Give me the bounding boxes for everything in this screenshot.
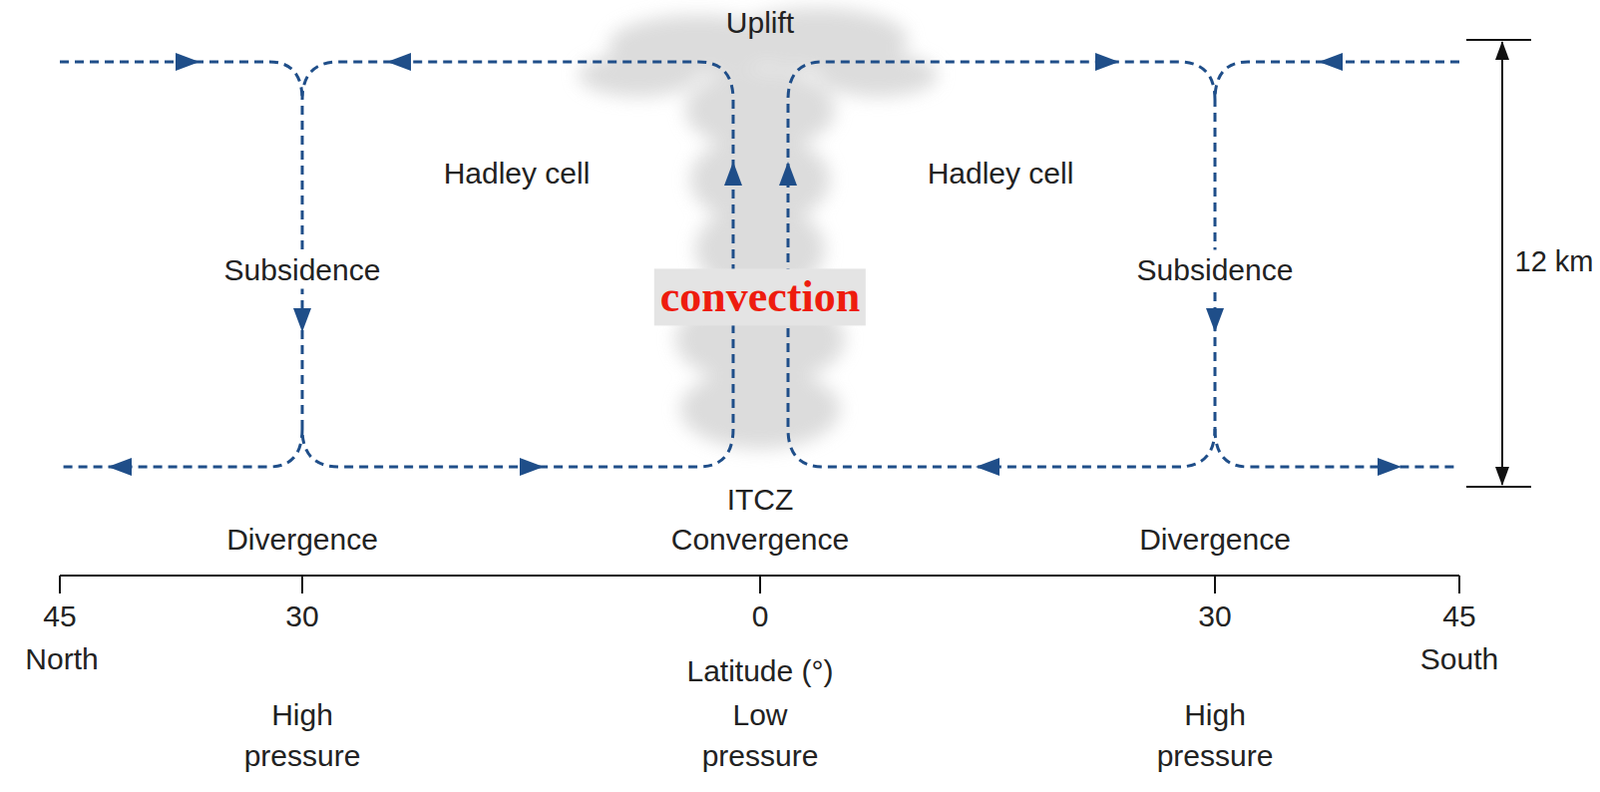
uplift-label: Uplift [726, 2, 795, 42]
hemisphere-label: South [1420, 639, 1499, 679]
cell-label: Hadley cell [437, 153, 597, 193]
axis-tick-label: 45 [1442, 596, 1476, 636]
hemisphere-label: North [24, 639, 98, 679]
process-label: Subsidence [218, 250, 388, 290]
convection-label: convection [654, 268, 866, 326]
zone-label: ITCZ [727, 479, 795, 519]
process-label: Divergence [226, 519, 379, 559]
cloud-column [578, 7, 938, 449]
axis-tick-label: 45 [42, 596, 76, 636]
height-bracket-arrowheads [1495, 40, 1510, 486]
cell-label: Hadley cell [921, 153, 1081, 193]
latitude-axis [59, 575, 1460, 594]
axis-tick-label: 30 [1198, 596, 1231, 636]
axis-title: Latitude (°) [686, 651, 833, 691]
circulation-flow-lines [59, 61, 1460, 467]
pressure-label: Low pressure [685, 695, 835, 777]
axis-tick-label: 0 [752, 596, 770, 636]
flow-arrowheads [107, 52, 1402, 476]
height-label: 12 km [1515, 243, 1595, 282]
axis-tick-label: 30 [285, 596, 319, 636]
process-label: Divergence [1139, 519, 1291, 559]
pressure-label: High pressure [227, 695, 378, 777]
process-label: Subsidence [1131, 250, 1300, 290]
process-label: Convergence [671, 519, 849, 559]
pressure-label: High pressure [1140, 695, 1290, 777]
